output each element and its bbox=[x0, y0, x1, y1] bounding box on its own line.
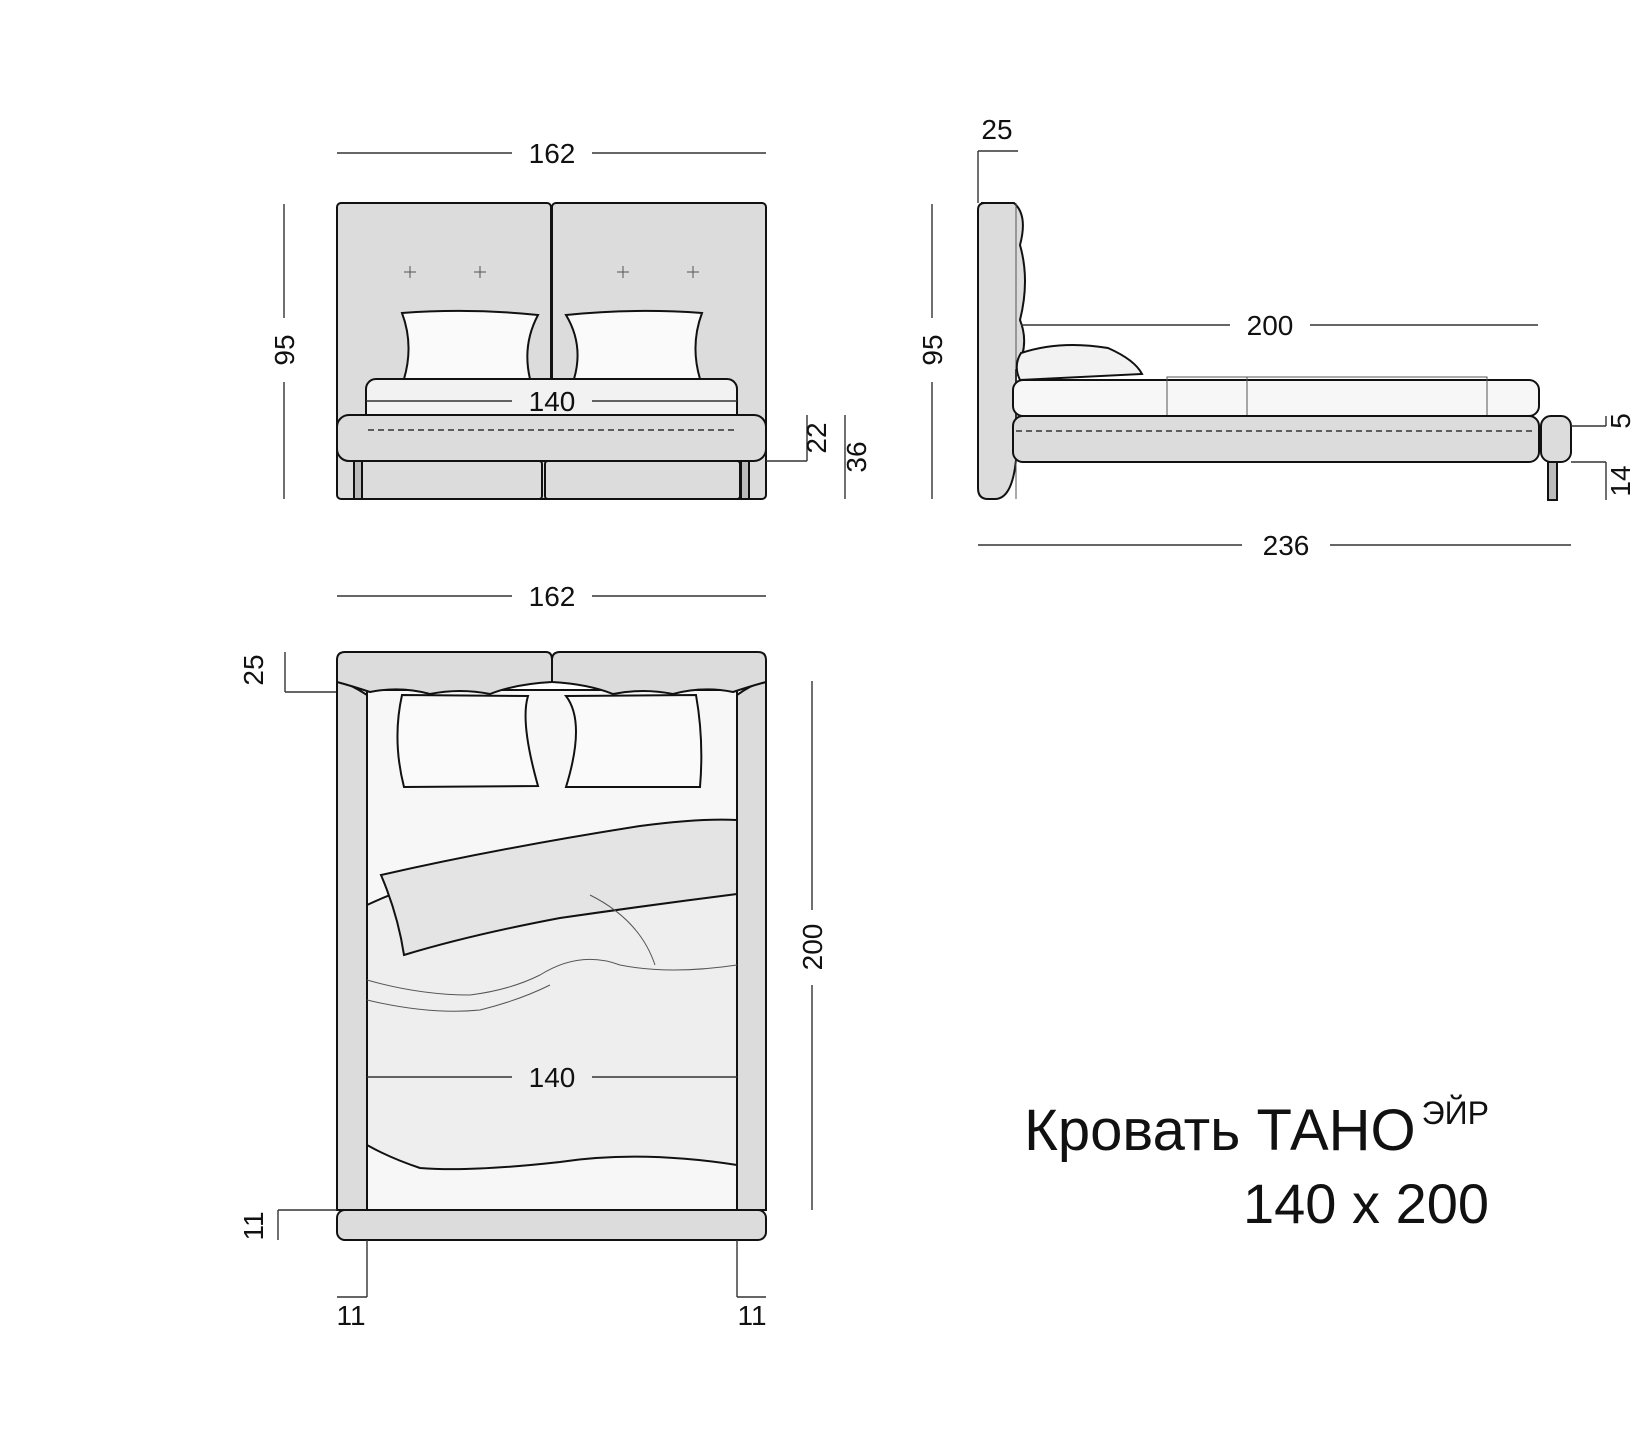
front-base-right bbox=[544, 460, 741, 500]
front-leg-left bbox=[353, 460, 363, 500]
product-superscript: ЭЙР bbox=[1421, 1095, 1489, 1131]
top-blanket-fold bbox=[379, 818, 738, 957]
pillow-right bbox=[564, 309, 704, 380]
front-frame bbox=[336, 414, 767, 462]
side-headboard-depth-label: 25 bbox=[981, 114, 1012, 145]
top-mattress-length-label: 200 bbox=[797, 924, 828, 971]
front-view: 162 95 140 22 36 bbox=[269, 138, 872, 500]
front-width-label: 162 bbox=[529, 138, 576, 169]
front-mattress-width-label: 140 bbox=[529, 386, 576, 417]
top-foot-rail-label: 11 bbox=[238, 1211, 269, 1240]
side-view: 25 95 200 5 14 bbox=[917, 114, 1636, 561]
top-view: 162 25 200 140 11 bbox=[238, 581, 828, 1331]
product-size: 140 x 200 bbox=[1243, 1172, 1489, 1235]
tufting-buttons bbox=[404, 266, 699, 278]
side-height-label: 95 bbox=[917, 334, 948, 365]
front-leg-right bbox=[740, 460, 750, 500]
top-rail-right bbox=[736, 678, 767, 1211]
side-mattress-length-label: 200 bbox=[1247, 310, 1294, 341]
product-name: Кровать ТАНО bbox=[1024, 1098, 1416, 1163]
side-foot-top-label: 5 bbox=[1605, 413, 1636, 429]
front-base-left bbox=[356, 460, 543, 500]
top-side-right-label: 11 bbox=[737, 1300, 766, 1331]
side-mattress bbox=[1012, 379, 1540, 417]
top-foot-rail bbox=[336, 1209, 767, 1241]
top-rail-left bbox=[336, 678, 368, 1211]
top-side-left-label: 11 bbox=[336, 1300, 365, 1331]
side-pillow bbox=[1015, 343, 1144, 382]
side-total-length-label: 236 bbox=[1263, 530, 1310, 561]
top-headboard-depth-label: 25 bbox=[238, 654, 269, 685]
side-leg bbox=[1547, 461, 1558, 501]
top-width-label: 162 bbox=[529, 581, 576, 612]
front-height-label: 95 bbox=[269, 334, 300, 365]
top-headboard-left bbox=[336, 651, 553, 696]
top-headboard-right bbox=[551, 651, 767, 696]
pillow-left bbox=[400, 309, 540, 380]
side-foot-rail bbox=[1540, 415, 1572, 463]
side-frame bbox=[1012, 415, 1540, 463]
front-frame-height-label: 22 bbox=[801, 422, 832, 453]
side-leg-height-label: 14 bbox=[1605, 465, 1636, 496]
top-pillow-right bbox=[563, 693, 703, 788]
top-pillow-left bbox=[396, 693, 540, 789]
top-mattress-width-label: 140 bbox=[529, 1062, 576, 1093]
front-base-height-label: 36 bbox=[841, 441, 872, 472]
